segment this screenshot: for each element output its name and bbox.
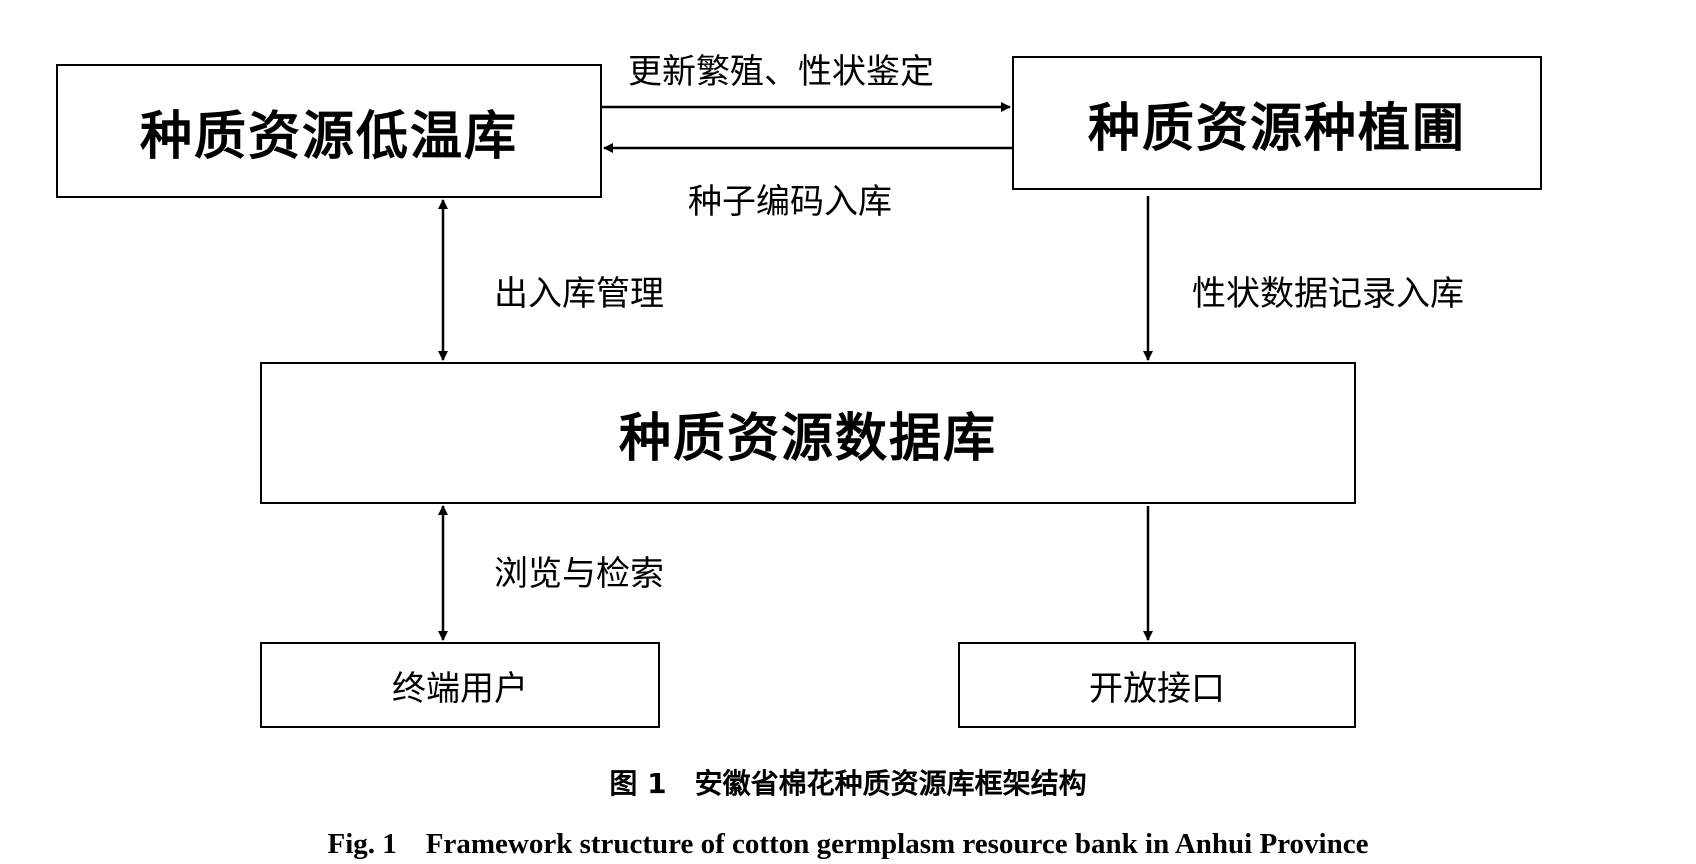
end-user-label: 终端用户 bbox=[392, 668, 528, 709]
nursery-box: 种质资源种植圃 bbox=[1012, 56, 1542, 190]
trait-record-label: 性状数据记录入库 bbox=[1192, 274, 1464, 314]
database-box: 种质资源数据库 bbox=[260, 362, 1356, 504]
open-api-box: 开放接口 bbox=[958, 642, 1356, 728]
open-api-label: 开放接口 bbox=[1089, 668, 1225, 709]
nursery-label: 种质资源种植圃 bbox=[1087, 98, 1466, 159]
cold-storage-label: 种质资源低温库 bbox=[139, 106, 518, 167]
browse-label: 浏览与检索 bbox=[494, 554, 664, 594]
figure-caption-cn: 图 1 安徽省棉花种质资源库框架结构 bbox=[609, 767, 1087, 800]
figure-caption-en: Fig. 1 Framework structure of cotton ger… bbox=[327, 828, 1369, 860]
renew-label: 更新繁殖、性状鉴定 bbox=[628, 52, 934, 92]
in-out-label: 出入库管理 bbox=[494, 274, 664, 314]
end-user-box: 终端用户 bbox=[260, 642, 660, 728]
cold-storage-box: 种质资源低温库 bbox=[56, 64, 602, 198]
database-label: 种质资源数据库 bbox=[618, 408, 997, 469]
seed-coding-label: 种子编码入库 bbox=[688, 182, 892, 222]
